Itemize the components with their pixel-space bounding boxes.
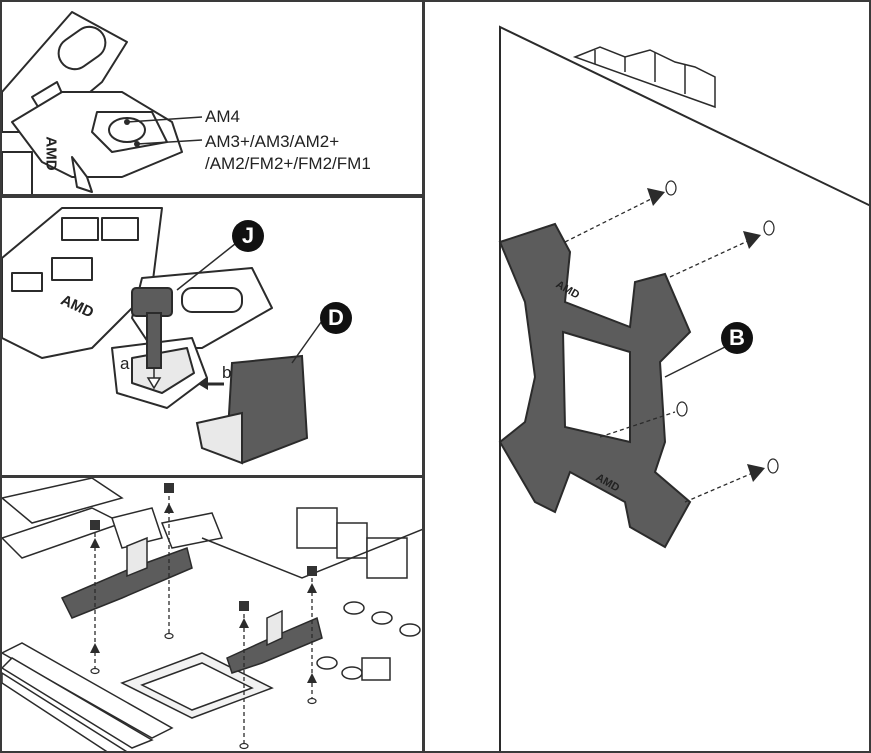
install-illustration — [2, 207, 325, 465]
bracket-holes-illustration — [2, 11, 203, 194]
panel-backplate: AMD AMD B — [423, 0, 871, 753]
callout-d: D — [320, 302, 352, 334]
panel-motherboard-mount — [0, 476, 424, 753]
am4-label: AM4 — [205, 107, 240, 126]
motherboard-illustration — [2, 478, 422, 751]
panel-install-j-d: AMD J D a b — [0, 196, 424, 477]
am3-label-line1: AM3+/AM3/AM2+ — [205, 132, 340, 151]
callout-j: J — [232, 220, 264, 252]
step-a-label: a — [120, 354, 130, 373]
backplate-illustration — [498, 25, 869, 751]
am3-label-line2: /AM2/FM2+/FM2/FM1 — [205, 154, 371, 173]
panel-bracket-holes: AMD AM4 AM3+/AM3/AM2+ /AM2/FM2+/FM2/FM1 — [0, 0, 424, 196]
callout-b: B — [721, 322, 753, 354]
step-b-label: b — [222, 363, 232, 382]
bracket-mark: AMD — [42, 136, 60, 171]
